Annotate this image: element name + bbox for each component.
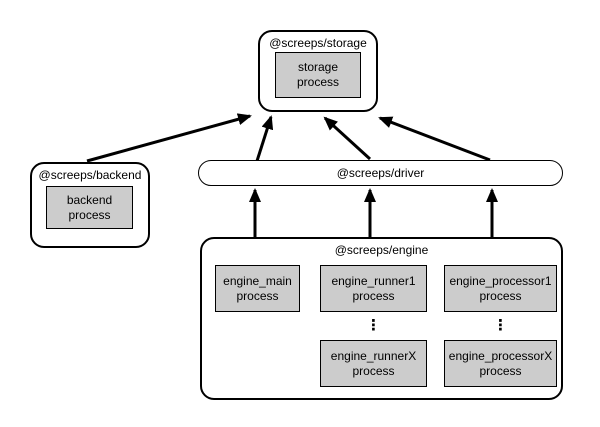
- arrow-backend-to-storage: [86, 113, 252, 163]
- node-driver-title: @screeps/driver: [336, 166, 425, 180]
- node-engine-title: @screeps/engine: [334, 243, 429, 257]
- engine-runnerX-process-box: engine_runnerX process: [320, 340, 427, 387]
- engine-runner1-process-box: engine_runner1 process: [320, 265, 427, 312]
- runner-ellipsis-icon: ⋮: [366, 317, 381, 334]
- backend-process-box: backend process: [46, 186, 133, 229]
- storage-process-box: storage process: [275, 52, 361, 98]
- node-engine: @screeps/engine engine_main process engi…: [200, 237, 563, 400]
- node-storage-title: @screeps/storage: [269, 36, 367, 50]
- node-driver: @screeps/driver: [198, 160, 563, 186]
- arrow-driver-to-storage-left: [255, 115, 274, 162]
- arrow-driver-to-storage-middle: [323, 116, 372, 161]
- node-backend: @screeps/backend backend process: [30, 162, 150, 248]
- node-backend-title: @screeps/backend: [38, 168, 142, 182]
- processor-ellipsis-icon: ⋮: [493, 317, 508, 334]
- engine-main-process-box: engine_main process: [215, 265, 300, 312]
- engine-processor1-process-box: engine_processor1 process: [444, 265, 557, 312]
- arrow-driver-to-storage-right: [378, 116, 491, 162]
- engine-processorX-process-box: engine_processorX process: [444, 340, 557, 387]
- node-storage: @screeps/storage storage process: [258, 30, 378, 112]
